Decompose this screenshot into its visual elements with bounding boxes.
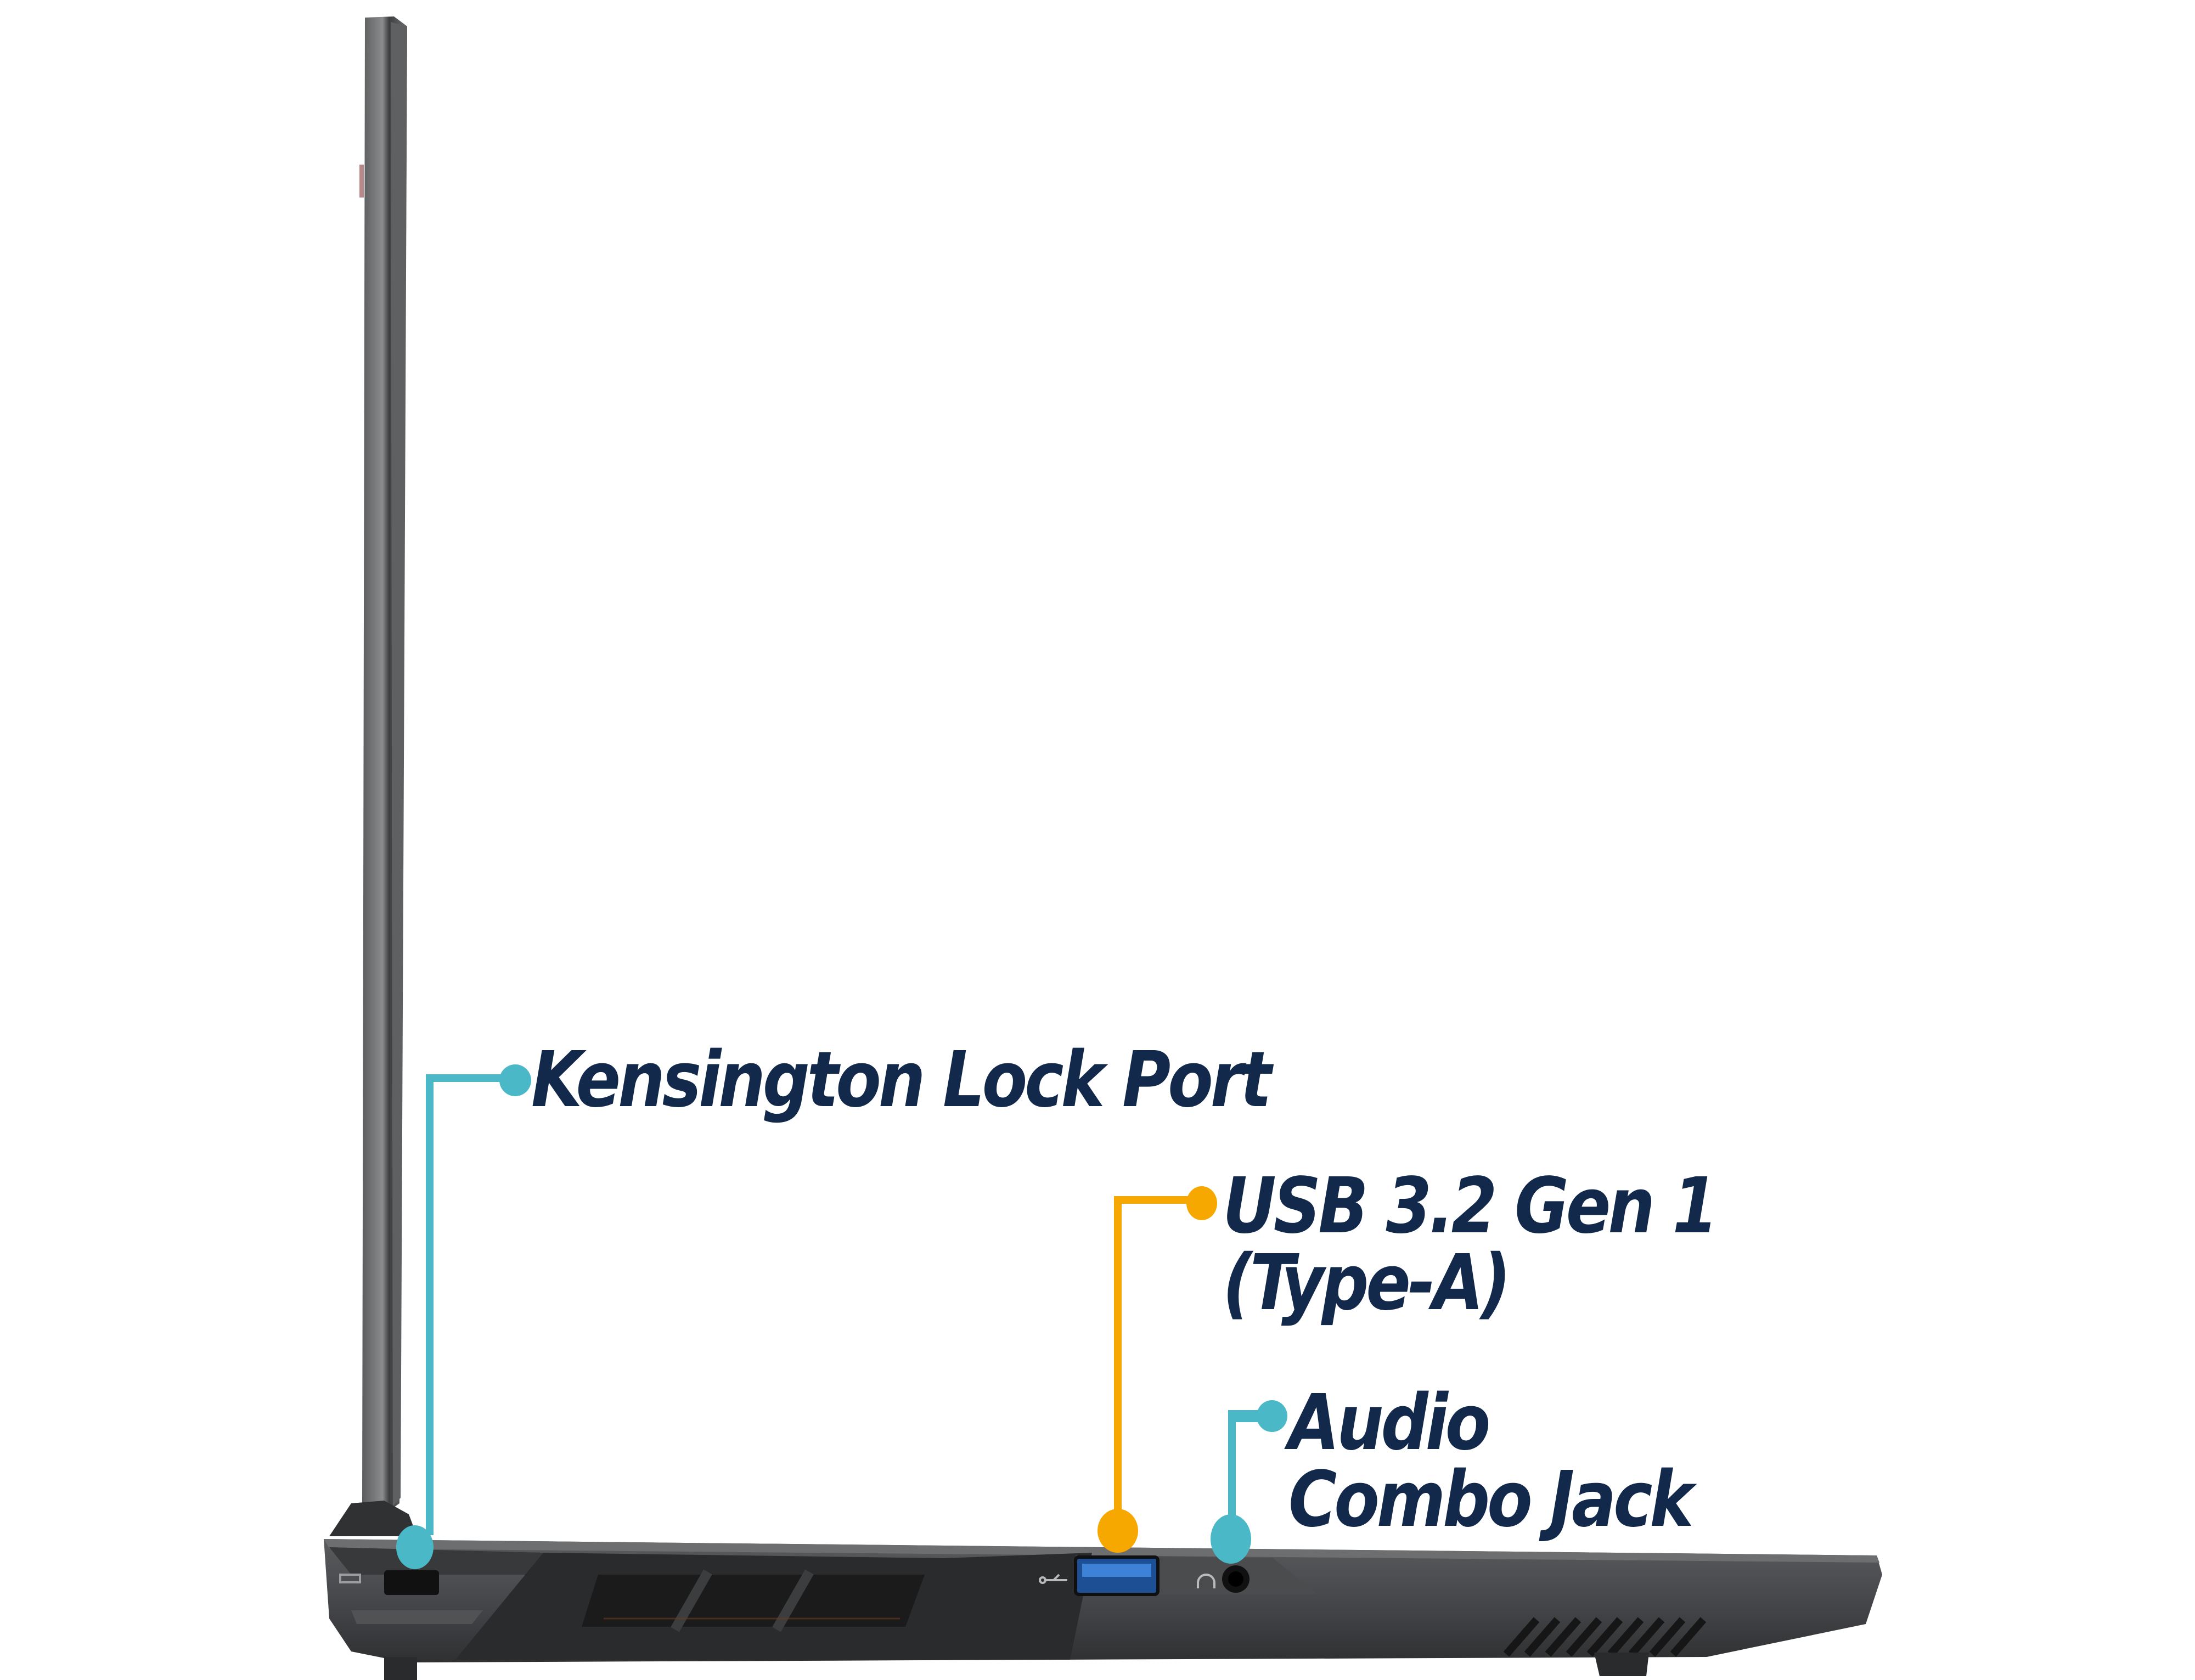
usb-label-dot (1186, 1186, 1217, 1220)
lid (359, 16, 407, 1514)
audio-port-dot (1211, 1514, 1251, 1564)
usb-label-line2: (Type-A) (1223, 1238, 1511, 1328)
usb-leader-vertical (1114, 1196, 1122, 1525)
usb-port-dot (1098, 1509, 1138, 1553)
kensington-slot (339, 1570, 439, 1595)
audio-label-dot (1257, 1400, 1287, 1432)
audio-label-line2: Combo Jack (1288, 1455, 1693, 1544)
audio-jack (1197, 1565, 1250, 1593)
lock-slot-icon (339, 1574, 361, 1583)
usb-icon (1039, 1574, 1067, 1584)
base (324, 1539, 1882, 1680)
headphone-icon (1197, 1574, 1215, 1588)
hinge (329, 1501, 417, 1536)
kensington-label: Kensington Lock Port (531, 1035, 1271, 1125)
kensington-leader-vertical (426, 1074, 434, 1535)
usb-label-line1: USB 3.2 Gen 1 (1223, 1162, 1718, 1251)
kensington-label-dot (499, 1064, 531, 1096)
kensington-leader-horizontal (426, 1074, 519, 1082)
audio-label-line1: Audio (1288, 1378, 1490, 1468)
usb-port (1039, 1555, 1160, 1596)
audio-leader-vertical (1228, 1410, 1236, 1525)
kensington-port-dot (396, 1525, 434, 1569)
usb-leader-horizontal (1114, 1196, 1196, 1204)
